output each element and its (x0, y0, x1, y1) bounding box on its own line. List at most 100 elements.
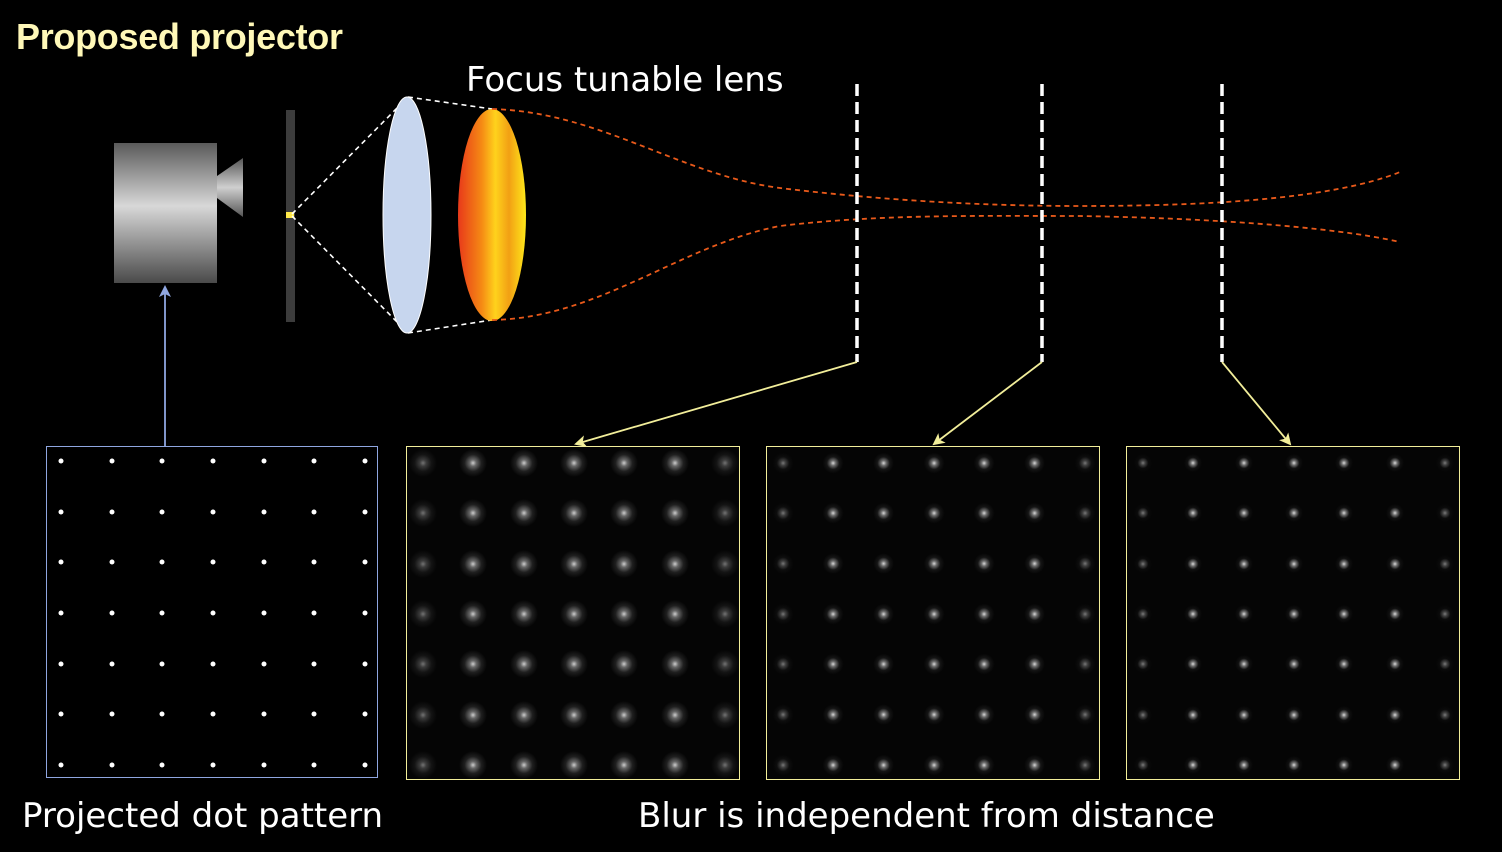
captured-dot (509, 650, 538, 679)
captured-dot (772, 553, 794, 575)
captured-dot (1284, 453, 1304, 473)
captured-dot (409, 499, 437, 528)
captured-dot (660, 600, 689, 628)
captured-dot (1234, 604, 1253, 624)
captured-dot (1024, 603, 1046, 625)
captured-dot (772, 452, 794, 474)
captured-dot (560, 449, 588, 477)
captured-dot (1335, 453, 1354, 473)
pattern-dot (58, 559, 64, 565)
pattern-dot (311, 762, 317, 768)
captured-dot (1184, 504, 1203, 523)
captured-dot (873, 553, 895, 575)
captured-dot (660, 700, 689, 729)
captured-dot (1184, 705, 1203, 724)
captured-dot (1133, 604, 1153, 624)
pattern-dot (58, 711, 64, 717)
captured-dot (1234, 705, 1253, 724)
captured-dot (409, 549, 437, 578)
captured-dot (923, 603, 945, 625)
pattern-dot (58, 458, 64, 464)
captured-dot (873, 502, 895, 524)
capture-arrows (574, 361, 1292, 447)
pattern-dot (210, 509, 216, 515)
pattern-dot (210, 559, 216, 565)
captured-dot (1184, 755, 1203, 775)
pattern-dot (362, 711, 368, 717)
pattern-dot (311, 509, 317, 515)
pattern-dot (210, 762, 216, 768)
captured-dot (560, 499, 588, 528)
captured-dot (1133, 655, 1153, 674)
pattern-dot (210, 661, 216, 667)
captured-dot (1074, 452, 1096, 474)
pattern-dot (109, 509, 115, 515)
captured-dot (822, 754, 844, 776)
captured-dot (459, 549, 488, 578)
captured-dot (560, 700, 588, 729)
pattern-dot (362, 661, 368, 667)
captured-dot (509, 499, 538, 528)
pattern-dot (210, 711, 216, 717)
captured-dot (459, 650, 488, 679)
tunable-lens-icon (458, 109, 526, 321)
pattern-dot (159, 762, 165, 768)
captured-dot (1024, 553, 1046, 575)
pattern-dot (311, 610, 317, 616)
captured-dot (459, 499, 488, 528)
pattern-dot (159, 509, 165, 515)
pattern-dot (58, 762, 64, 768)
captured-dot (772, 653, 794, 675)
captured-dot (1385, 554, 1404, 573)
convex-lens-icon (382, 96, 432, 334)
captured-dot (1234, 554, 1253, 573)
captured-dot (1335, 554, 1354, 573)
captured-dot (711, 700, 739, 729)
blur-caption: Blur is independent from distance (638, 796, 1215, 836)
captured-dot (509, 549, 538, 578)
captured-dot (409, 700, 437, 729)
captured-dot (1133, 755, 1153, 775)
captured-dot (409, 751, 437, 779)
light-source-dot (286, 212, 294, 218)
captured-dot (660, 449, 689, 477)
captured-dot (660, 499, 689, 528)
captured-dot (459, 751, 488, 779)
pattern-dot (109, 711, 115, 717)
captured-dot (772, 603, 794, 625)
pattern-dot (159, 458, 165, 464)
captured-dot (711, 449, 739, 477)
captured-dot (1133, 504, 1153, 523)
captured-dot (923, 502, 945, 524)
captured-dot (1074, 704, 1096, 726)
pattern-dot (261, 458, 267, 464)
captured-dot (1074, 754, 1096, 776)
captured-dot (873, 653, 895, 675)
captured-dot (1184, 453, 1203, 473)
captured-dot (772, 502, 794, 524)
captured-dot (1435, 655, 1455, 674)
pattern-dot (362, 509, 368, 515)
captured-dot (1284, 705, 1304, 724)
pattern-dot (109, 458, 115, 464)
arrow-far (1221, 361, 1292, 446)
pattern-dot (109, 762, 115, 768)
pattern-dot (58, 661, 64, 667)
captured-dot (873, 603, 895, 625)
dot-pattern-caption: Projected dot pattern (22, 796, 384, 836)
captured-dot (973, 452, 995, 474)
captured-dot (772, 754, 794, 776)
captured-dot (1024, 754, 1046, 776)
pattern-dot (311, 458, 317, 464)
captured-dot (1234, 755, 1253, 775)
pattern-dot (159, 661, 165, 667)
captured-dot (973, 754, 995, 776)
capture-panel-mid (766, 446, 1100, 780)
captured-dot (509, 751, 538, 779)
captured-dot (560, 549, 588, 578)
captured-dot (711, 751, 739, 779)
captured-dot (1385, 504, 1404, 523)
captured-dot (973, 502, 995, 524)
captured-dot (1385, 755, 1404, 775)
